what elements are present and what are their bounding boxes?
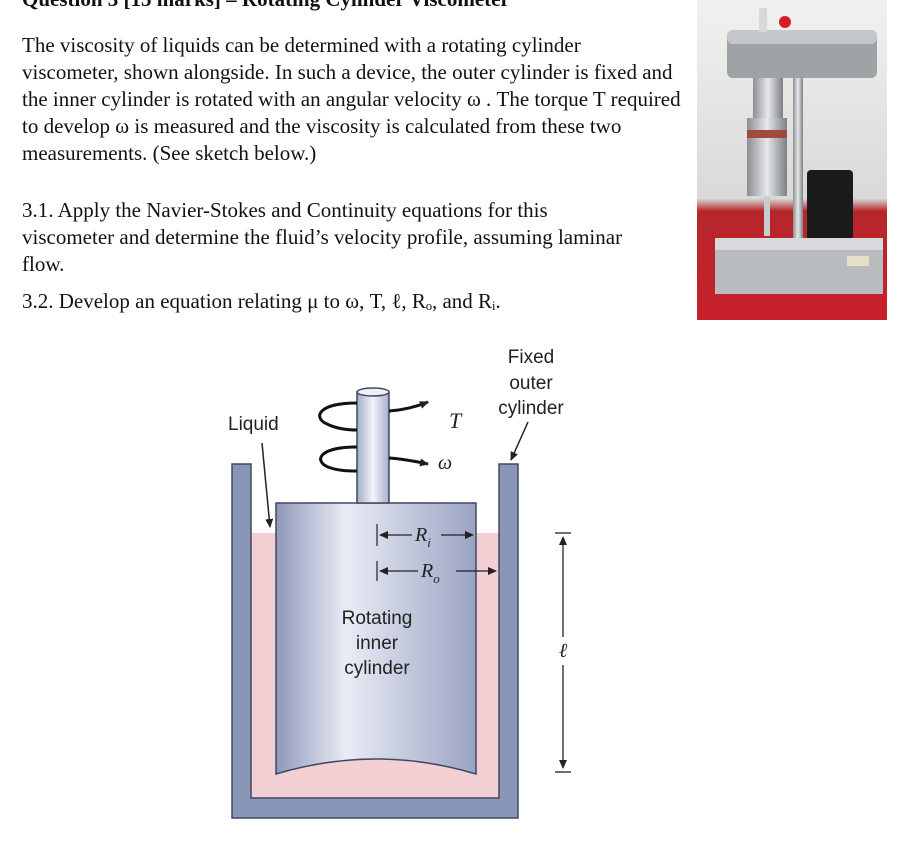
fixed-outer-label-2: outer: [509, 373, 553, 394]
inner-label-2: inner: [356, 633, 399, 654]
inner-label-3: cylinder: [344, 658, 410, 679]
inner-label-1: Rotating: [342, 608, 413, 629]
question-heading: Question 3 [15 marks] – Rotating Cylinde…: [22, 0, 510, 12]
torque-arrow-icon: [318, 401, 358, 432]
viscometer-photo: [697, 0, 887, 320]
ro-label: Ro: [420, 560, 440, 586]
intro-paragraph: The viscosity of liquids can be determin…: [22, 33, 681, 165]
question-3-1: 3.1. Apply the Navier-Stokes and Continu…: [22, 198, 623, 276]
omega-arrow-icon: [319, 445, 358, 473]
liquid-label: Liquid: [228, 414, 279, 435]
question-3-2: 3.2. Develop an equation relating μ to ω…: [22, 289, 501, 313]
fixed-outer-label-3: cylinder: [498, 398, 564, 419]
torque-label: T: [449, 408, 463, 433]
inner-cylinder: [275, 502, 477, 776]
shaft: [356, 391, 390, 504]
omega-label: ω: [438, 452, 452, 474]
fixed-outer-label-1: Fixed: [508, 347, 554, 368]
outer-cylinder: [231, 463, 519, 819]
length-label: ℓ: [559, 640, 568, 662]
viscometer-diagram: Liquid T ω Fixed outer cylinder Ri Ro Ro…: [228, 347, 571, 819]
ri-label: Ri: [414, 524, 431, 550]
